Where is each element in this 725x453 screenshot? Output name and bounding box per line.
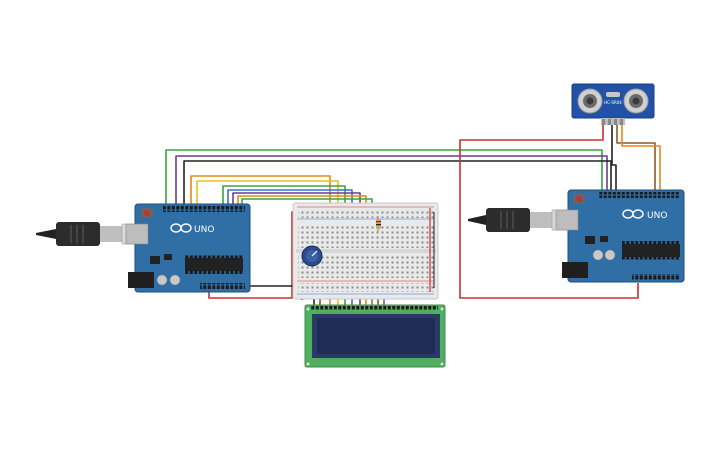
microcontroller-chip-right xyxy=(622,244,680,257)
ultrasonic-sensor[interactable]: HC-SR04 xyxy=(571,83,655,125)
arduino-logo-right xyxy=(622,209,644,219)
arduino-uno-left[interactable]: UNO xyxy=(125,203,251,293)
potentiometer[interactable] xyxy=(301,245,323,267)
reset-button-left[interactable] xyxy=(144,210,150,216)
reset-button-right[interactable] xyxy=(576,196,582,202)
microcontroller-chip-left xyxy=(185,258,243,271)
wire-red-loop[interactable] xyxy=(459,125,639,299)
resistor[interactable] xyxy=(376,216,381,232)
wire-brown-sensor[interactable] xyxy=(616,125,656,190)
lcd-display[interactable] xyxy=(304,304,446,368)
wire-black-long[interactable] xyxy=(183,160,612,204)
breadboard[interactable] xyxy=(292,202,439,300)
wire-purple-long[interactable] xyxy=(175,155,608,204)
wire-orange-sensor[interactable] xyxy=(621,125,661,190)
sensor-label: HC-SR04 xyxy=(604,100,622,105)
lcd-screen xyxy=(317,318,435,354)
wire-green-long[interactable] xyxy=(165,149,603,204)
board-model-left: UNO xyxy=(194,225,214,235)
arduino-uno-right[interactable]: UNO xyxy=(555,189,685,283)
board-model-right: UNO xyxy=(647,211,667,221)
arduino-logo-left xyxy=(170,223,192,233)
wire-black-sensor[interactable] xyxy=(611,125,617,190)
